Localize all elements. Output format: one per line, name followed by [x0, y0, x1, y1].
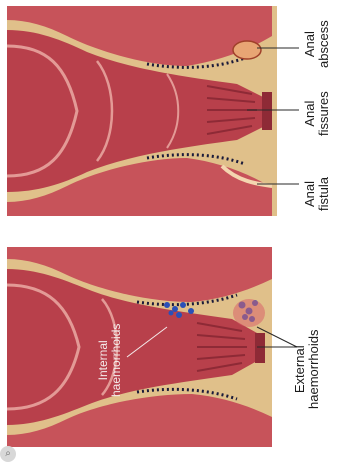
label-external-haemorrhoids: External haemorrhoids [293, 330, 321, 410]
label-anal-fistula: Anal fistula [303, 177, 331, 211]
label-anal-fissures: Anal fissures [303, 91, 331, 136]
haemorrhoids-panel: Internal haemorrhoids External haemorrho… [7, 247, 338, 447]
anal-conditions-illustration [7, 6, 338, 216]
label-anal-abscess: Anal abscess [303, 20, 331, 68]
anal-conditions-panel: Anal abscess Anal fissures Anal fistula [7, 6, 338, 216]
external-swelling [233, 299, 265, 327]
label-internal-haemorrhoids: Internal haemorrhoids [97, 324, 123, 397]
haemorrhoids-illustration [7, 247, 338, 447]
anal-opening [255, 333, 265, 363]
anal-opening [262, 92, 272, 130]
zoom-icon[interactable]: ⌕ [0, 446, 16, 462]
abscess-mark [233, 41, 261, 59]
